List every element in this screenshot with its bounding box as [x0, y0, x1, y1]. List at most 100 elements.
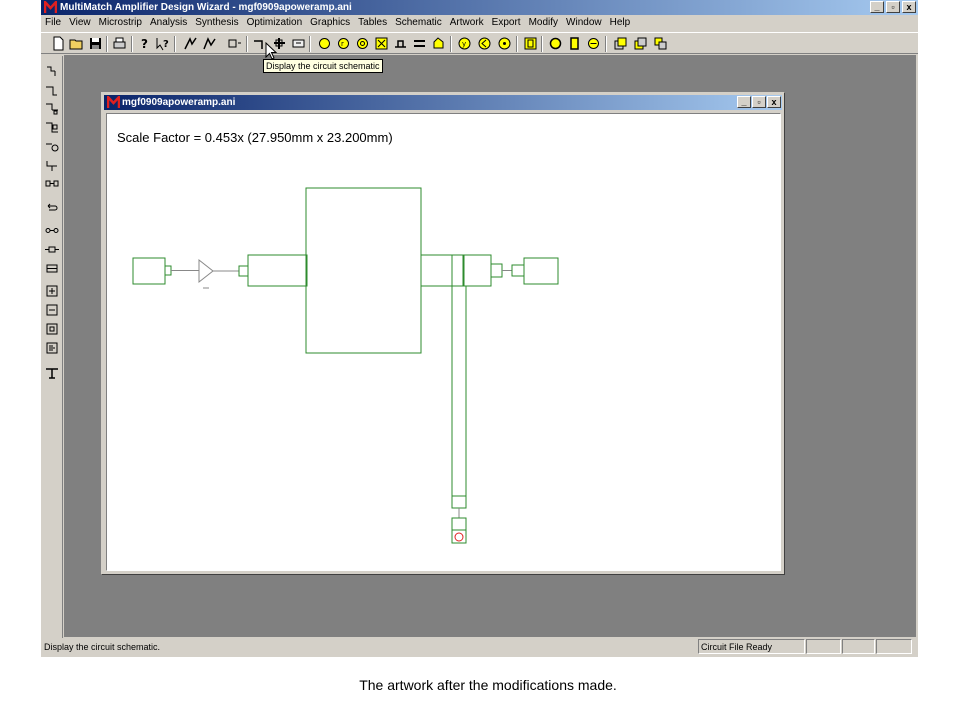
- output-connector: [490, 263, 503, 278]
- mdi-workspace: mgf0909apoweramp.ani _ ▫ x Scale Factor …: [64, 55, 916, 637]
- context-help-icon[interactable]: ?: [155, 36, 170, 51]
- input-port-pad: [132, 257, 166, 285]
- short-stub-icon[interactable]: [44, 120, 60, 135]
- menu-synthesis[interactable]: Synthesis: [195, 17, 239, 28]
- resistor-icon[interactable]: [44, 261, 60, 276]
- bias-stub: [451, 285, 467, 497]
- artwork-canvas[interactable]: Scale Factor = 0.453x (27.950mm x 23.200…: [106, 113, 781, 571]
- series-element-icon[interactable]: [44, 176, 60, 191]
- paste-layout-icon[interactable]: [633, 36, 648, 51]
- tee-junction: [451, 254, 465, 287]
- output-line: [463, 254, 492, 287]
- help-icon[interactable]: ?: [137, 36, 152, 51]
- amplifier-symbol: [198, 258, 214, 284]
- tee-icon[interactable]: [44, 158, 60, 173]
- menu-graphics[interactable]: Graphics: [310, 17, 351, 28]
- menu-view[interactable]: View: [69, 17, 91, 28]
- child-minimize-button[interactable]: _: [737, 96, 751, 108]
- ellipse-minus-icon[interactable]: [586, 36, 601, 51]
- artwork-window: mgf0909apoweramp.ani _ ▫ x Scale Factor …: [101, 92, 785, 575]
- save-icon[interactable]: [88, 36, 103, 51]
- mouse-cursor-icon: [265, 42, 278, 60]
- app-logo-icon: [44, 1, 57, 13]
- close-button[interactable]: x: [902, 1, 916, 13]
- new-file-icon[interactable]: [51, 36, 66, 51]
- menu-optimization[interactable]: Optimization: [246, 17, 303, 28]
- menu-schematic[interactable]: Schematic: [395, 17, 442, 28]
- matching-block: [305, 187, 422, 354]
- circle-o-icon[interactable]: [355, 36, 370, 51]
- component-icon[interactable]: [227, 36, 242, 51]
- document-logo-icon: [107, 96, 120, 108]
- print-icon[interactable]: [112, 36, 127, 51]
- drain-line: [420, 254, 464, 287]
- status-message: Display the circuit schematic.: [44, 642, 161, 652]
- left-toolbar: [41, 56, 63, 638]
- line-tool-icon[interactable]: [183, 36, 198, 51]
- circle-r-icon[interactable]: r: [336, 36, 351, 51]
- svg-text:r: r: [341, 40, 344, 48]
- open-folder-icon[interactable]: [69, 36, 84, 51]
- stub-icon[interactable]: [393, 36, 408, 51]
- pentagon-icon[interactable]: [431, 36, 446, 51]
- circle-outline-icon[interactable]: [548, 36, 563, 51]
- dot-param-icon[interactable]: [497, 36, 512, 51]
- output-connector-2: [511, 264, 525, 277]
- menu-modify[interactable]: Modify: [528, 17, 559, 28]
- scale-factor-label: Scale Factor = 0.453x (27.950mm x 23.200…: [117, 130, 393, 145]
- app-title: MultiMatch Amplifier Design Wizard - mgf…: [60, 2, 352, 13]
- gate-connector: [238, 265, 249, 277]
- layer-icon[interactable]: [44, 341, 60, 356]
- menu-microstrip[interactable]: Microstrip: [98, 17, 142, 28]
- capacitor-icon[interactable]: [44, 223, 60, 238]
- svg-text:?: ?: [141, 37, 148, 51]
- shunt-line-icon[interactable]: [44, 83, 60, 98]
- series-line-icon[interactable]: [44, 64, 60, 79]
- copy-layout-icon[interactable]: [613, 36, 628, 51]
- child-close-button[interactable]: x: [767, 96, 781, 108]
- menu-tables[interactable]: Tables: [358, 17, 388, 28]
- menu-file[interactable]: File: [45, 17, 62, 28]
- inductor-icon[interactable]: [44, 242, 60, 257]
- arrow-param-icon[interactable]: [477, 36, 492, 51]
- via-ground-icon[interactable]: [44, 366, 60, 381]
- child-maximize-button[interactable]: ▫: [752, 96, 766, 108]
- circle-yellow-icon[interactable]: [317, 36, 332, 51]
- coupled-line-icon[interactable]: [412, 36, 427, 51]
- menu-analysis[interactable]: Analysis: [149, 17, 188, 28]
- menu-artwork[interactable]: Artwork: [449, 17, 484, 28]
- app-titlebar[interactable]: MultiMatch Amplifier Design Wizard - mgf…: [41, 0, 918, 15]
- menu-help[interactable]: Help: [609, 17, 631, 28]
- minimize-button[interactable]: _: [870, 1, 884, 13]
- status-state: Circuit File Ready: [698, 639, 805, 654]
- zoom-in-icon[interactable]: [44, 284, 60, 299]
- schematic-display-icon[interactable]: [253, 36, 268, 51]
- artwork-titlebar[interactable]: mgf0909apoweramp.ani _ ▫ x: [104, 95, 782, 110]
- zoom-fit-icon[interactable]: [44, 322, 60, 337]
- menu-export[interactable]: Export: [491, 17, 521, 28]
- status-panel-3: [876, 639, 912, 654]
- bias-stub-end: [451, 495, 467, 509]
- open-stub-icon[interactable]: [44, 101, 60, 116]
- input-connector: [164, 265, 172, 276]
- radial-stub-icon[interactable]: [44, 139, 60, 154]
- line-tool-alt-icon[interactable]: [202, 36, 217, 51]
- rect-outline-icon[interactable]: [567, 36, 582, 51]
- cross-tool-icon[interactable]: [272, 36, 287, 51]
- y-param-icon[interactable]: y: [457, 36, 472, 51]
- menu-window[interactable]: Window: [566, 17, 602, 28]
- maximize-button[interactable]: ▫: [886, 1, 900, 13]
- menu-bar: File View Microstrip Analysis Synthesis …: [41, 15, 918, 31]
- svg-text:?: ?: [163, 39, 169, 50]
- box-x-icon[interactable]: [374, 36, 389, 51]
- main-toolbar: ? ? r y: [41, 32, 918, 54]
- layout-tools-icon[interactable]: [653, 36, 668, 51]
- bias-pad: [451, 517, 467, 531]
- element-icon[interactable]: [291, 36, 306, 51]
- output-port-pad: [523, 257, 559, 285]
- undo-icon[interactable]: [44, 200, 60, 215]
- via-hole: [454, 532, 464, 542]
- frame-icon[interactable]: [523, 36, 538, 51]
- svg-text:y: y: [462, 40, 466, 48]
- zoom-out-icon[interactable]: [44, 303, 60, 318]
